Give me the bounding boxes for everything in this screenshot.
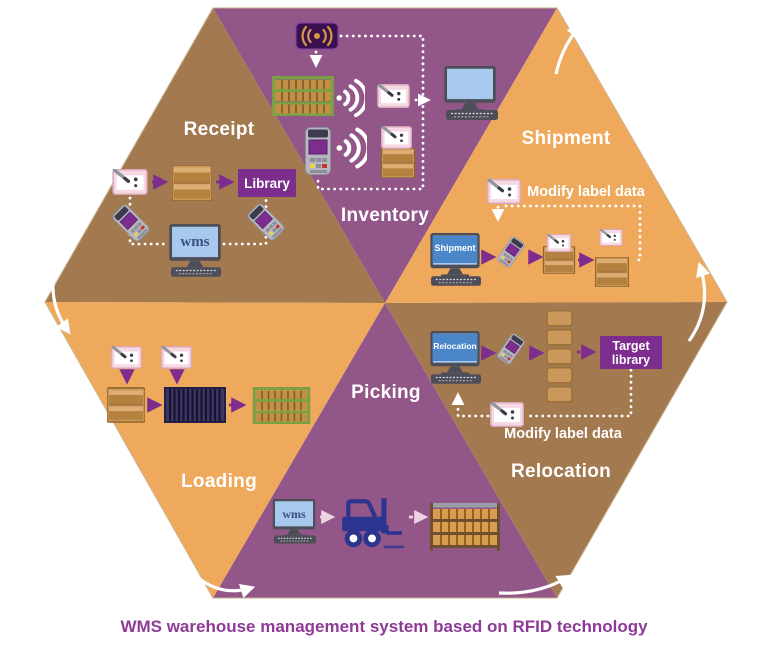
picking-section xyxy=(272,498,500,551)
rfid-label-icon xyxy=(377,84,410,108)
shipment-triangle xyxy=(385,8,727,303)
cycle-arrow-top-right xyxy=(554,23,582,75)
rfid-tag-icon xyxy=(295,22,339,50)
keyboard-icon xyxy=(171,267,221,277)
relocation-screen xyxy=(432,334,478,361)
box-icon xyxy=(107,387,145,423)
dotted-connector xyxy=(526,368,633,418)
box-icon xyxy=(172,165,212,201)
cycle-arrow-bottom-right xyxy=(498,574,572,595)
receipt-label: Receipt xyxy=(183,119,255,140)
keyboard-icon xyxy=(446,110,498,120)
hexagon-outline xyxy=(44,7,728,599)
keyboard-icon xyxy=(431,374,481,384)
rfid-label-icon xyxy=(490,402,524,427)
loading-section xyxy=(107,346,311,424)
shipment-section xyxy=(430,179,642,287)
picking-label: Picking xyxy=(351,382,421,403)
rfid-label-icon xyxy=(599,229,623,246)
keyboard-icon xyxy=(274,535,316,544)
rfid-label-icon xyxy=(161,346,192,369)
picking-wms-screen-text: wms xyxy=(282,507,306,521)
dotted-connector xyxy=(504,204,642,262)
receipt-section xyxy=(111,165,286,277)
relocation-modify-label-note: Modify label data xyxy=(504,426,622,442)
relocation-label: Relocation xyxy=(510,461,612,482)
pallet-cage-icon xyxy=(164,387,226,423)
stacked-boxes-icon xyxy=(546,310,573,403)
cycle-arrow-left xyxy=(51,259,71,335)
library-button: Library xyxy=(238,169,296,197)
diagram-caption: WMS warehouse management system based on… xyxy=(120,617,648,636)
cycle-arrows xyxy=(51,23,711,599)
inventory-label: Inventory xyxy=(340,205,430,226)
shipment-modify-label-note: Modify label data xyxy=(527,184,645,200)
box-icon xyxy=(595,257,629,287)
shipment-screen xyxy=(432,236,478,263)
shelf-icon xyxy=(252,387,311,424)
cycle-arrow-right xyxy=(687,261,711,342)
shelf-icon xyxy=(272,76,334,116)
shipment-screen-text: Shipment xyxy=(434,243,476,253)
rfid-label-icon xyxy=(487,179,521,204)
relocation-screen-text: Relocation xyxy=(433,341,477,351)
rfid-label-icon xyxy=(546,234,572,252)
rfid-label-icon xyxy=(381,126,412,149)
rfid-label-icon xyxy=(112,169,148,195)
shelf-icon xyxy=(430,503,500,551)
loading-label: Loading xyxy=(181,471,257,492)
rfid-label-icon xyxy=(111,346,142,369)
dotted-connector xyxy=(451,392,490,418)
keyboard-icon xyxy=(431,276,481,286)
rfid-reader-icon xyxy=(305,127,331,175)
box-icon xyxy=(380,148,416,178)
dotted-connector xyxy=(316,34,425,191)
inventory-section xyxy=(272,22,498,191)
cycle-arrow-bottom-left xyxy=(196,575,256,599)
relocation-section xyxy=(430,310,633,427)
receipt-wms-screen-text: wms xyxy=(180,234,210,250)
shipment-label: Shipment xyxy=(521,128,611,149)
target-library-button: Target library xyxy=(600,336,662,369)
